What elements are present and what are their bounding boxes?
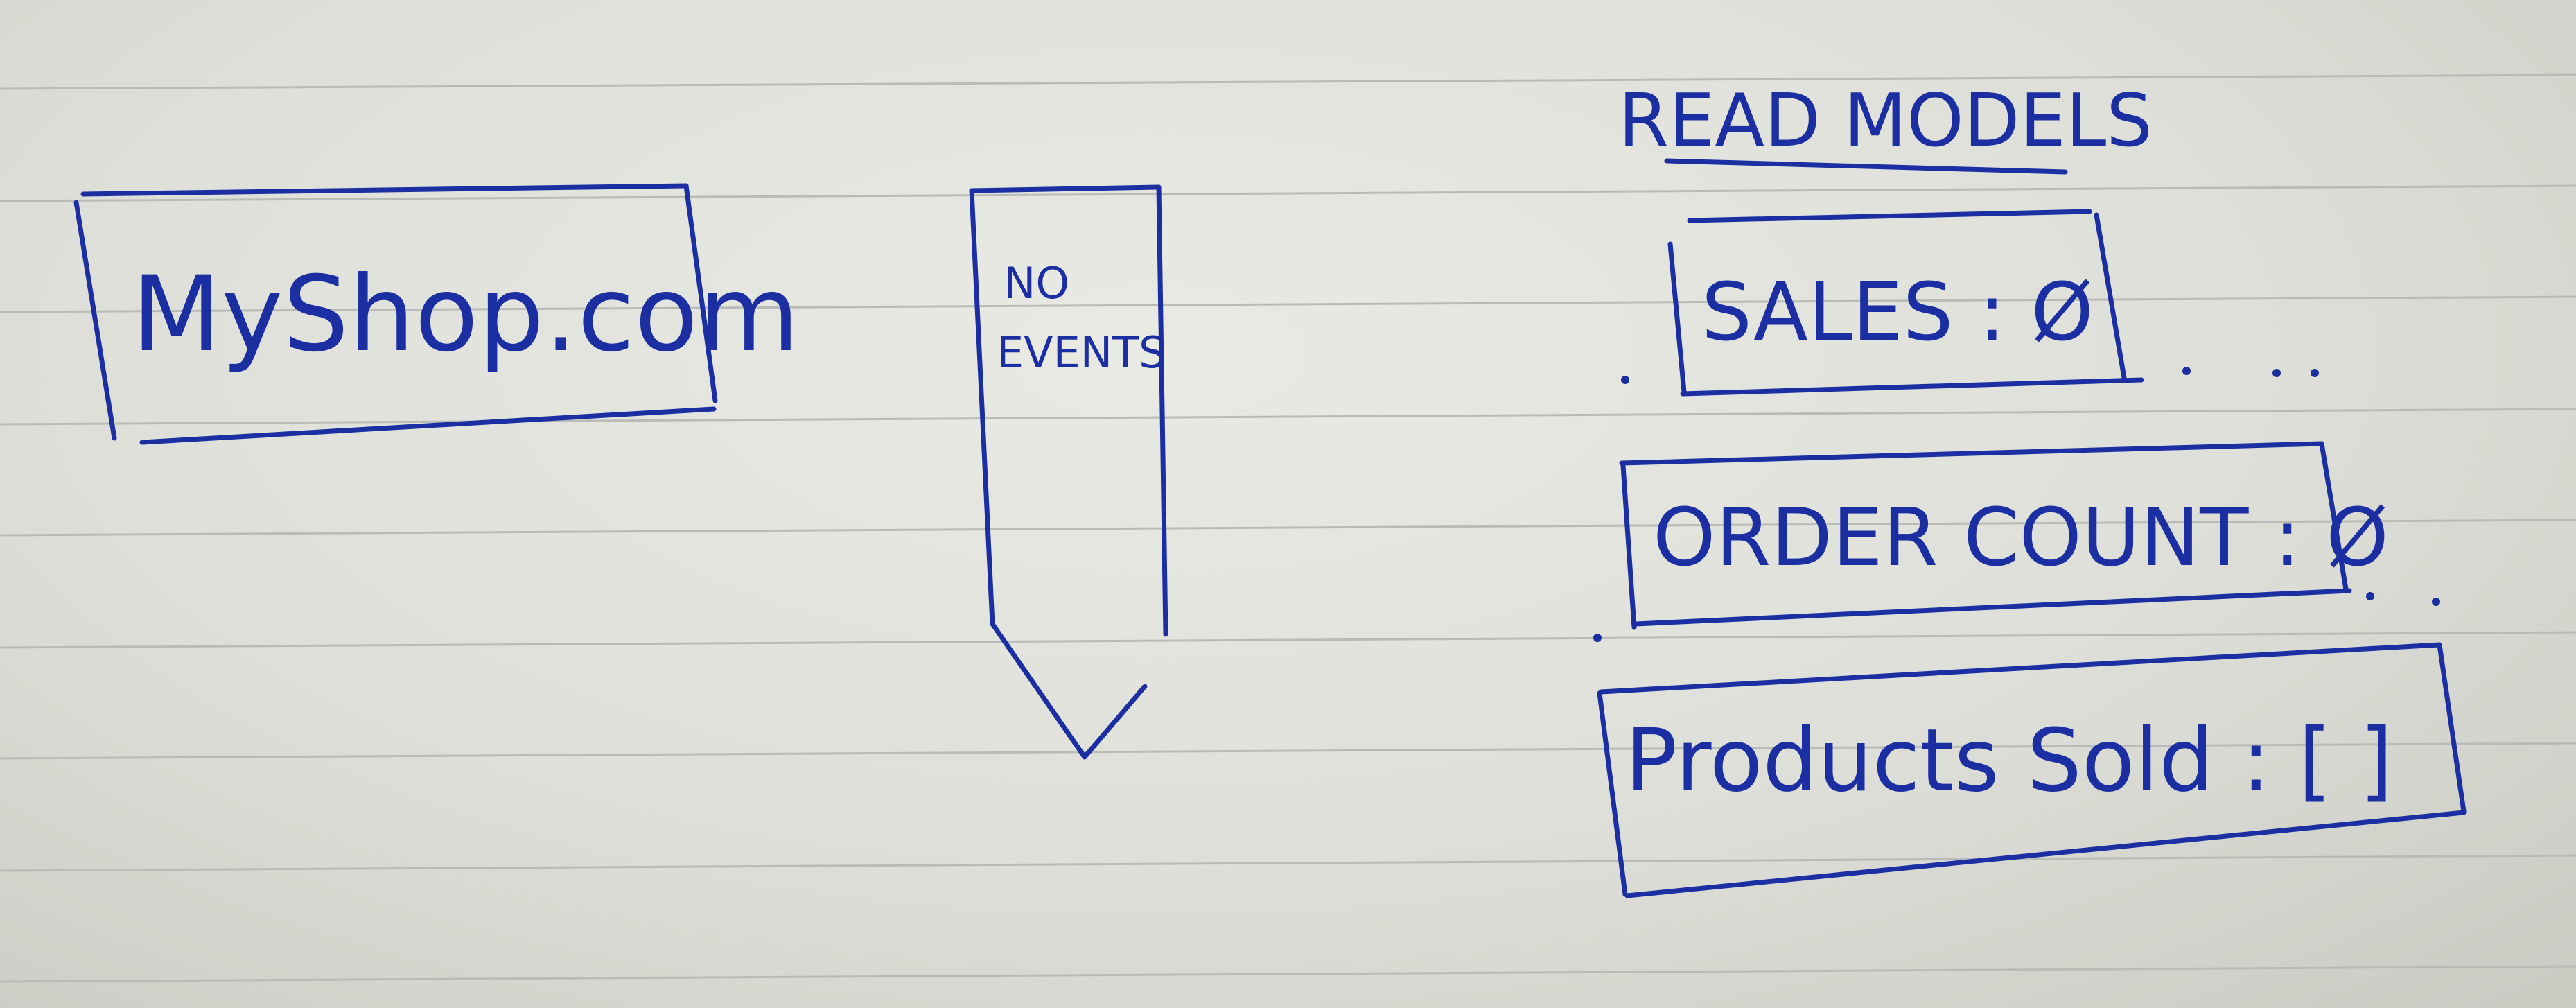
read-model-sales: SALES : Ø [1621,209,2319,397]
website-label: MyShop.com [132,254,800,375]
read-model-sales-label: SALES : Ø [1701,266,2094,359]
read-model-order-count-label: ORDER COUNT : Ø [1653,492,2389,584]
ruled-lines [0,73,2576,983]
read-model-order-count: ORDER COUNT : Ø [1593,441,2440,642]
read-models-title: READ MODELS [1618,78,2153,163]
event-stream-label-line1: NO [1004,258,1069,309]
read-models-heading: READ MODELS [1618,78,2153,175]
event-stream-label-line2: EVENTS [997,327,1166,378]
event-stream-arrow: NO EVENTS [969,184,1168,760]
website-box: MyShop.com [73,183,800,445]
read-model-products-sold: Products Sold : [ ] [1597,642,2467,898]
read-model-products-sold-label: Products Sold : [ ] [1625,711,2393,811]
